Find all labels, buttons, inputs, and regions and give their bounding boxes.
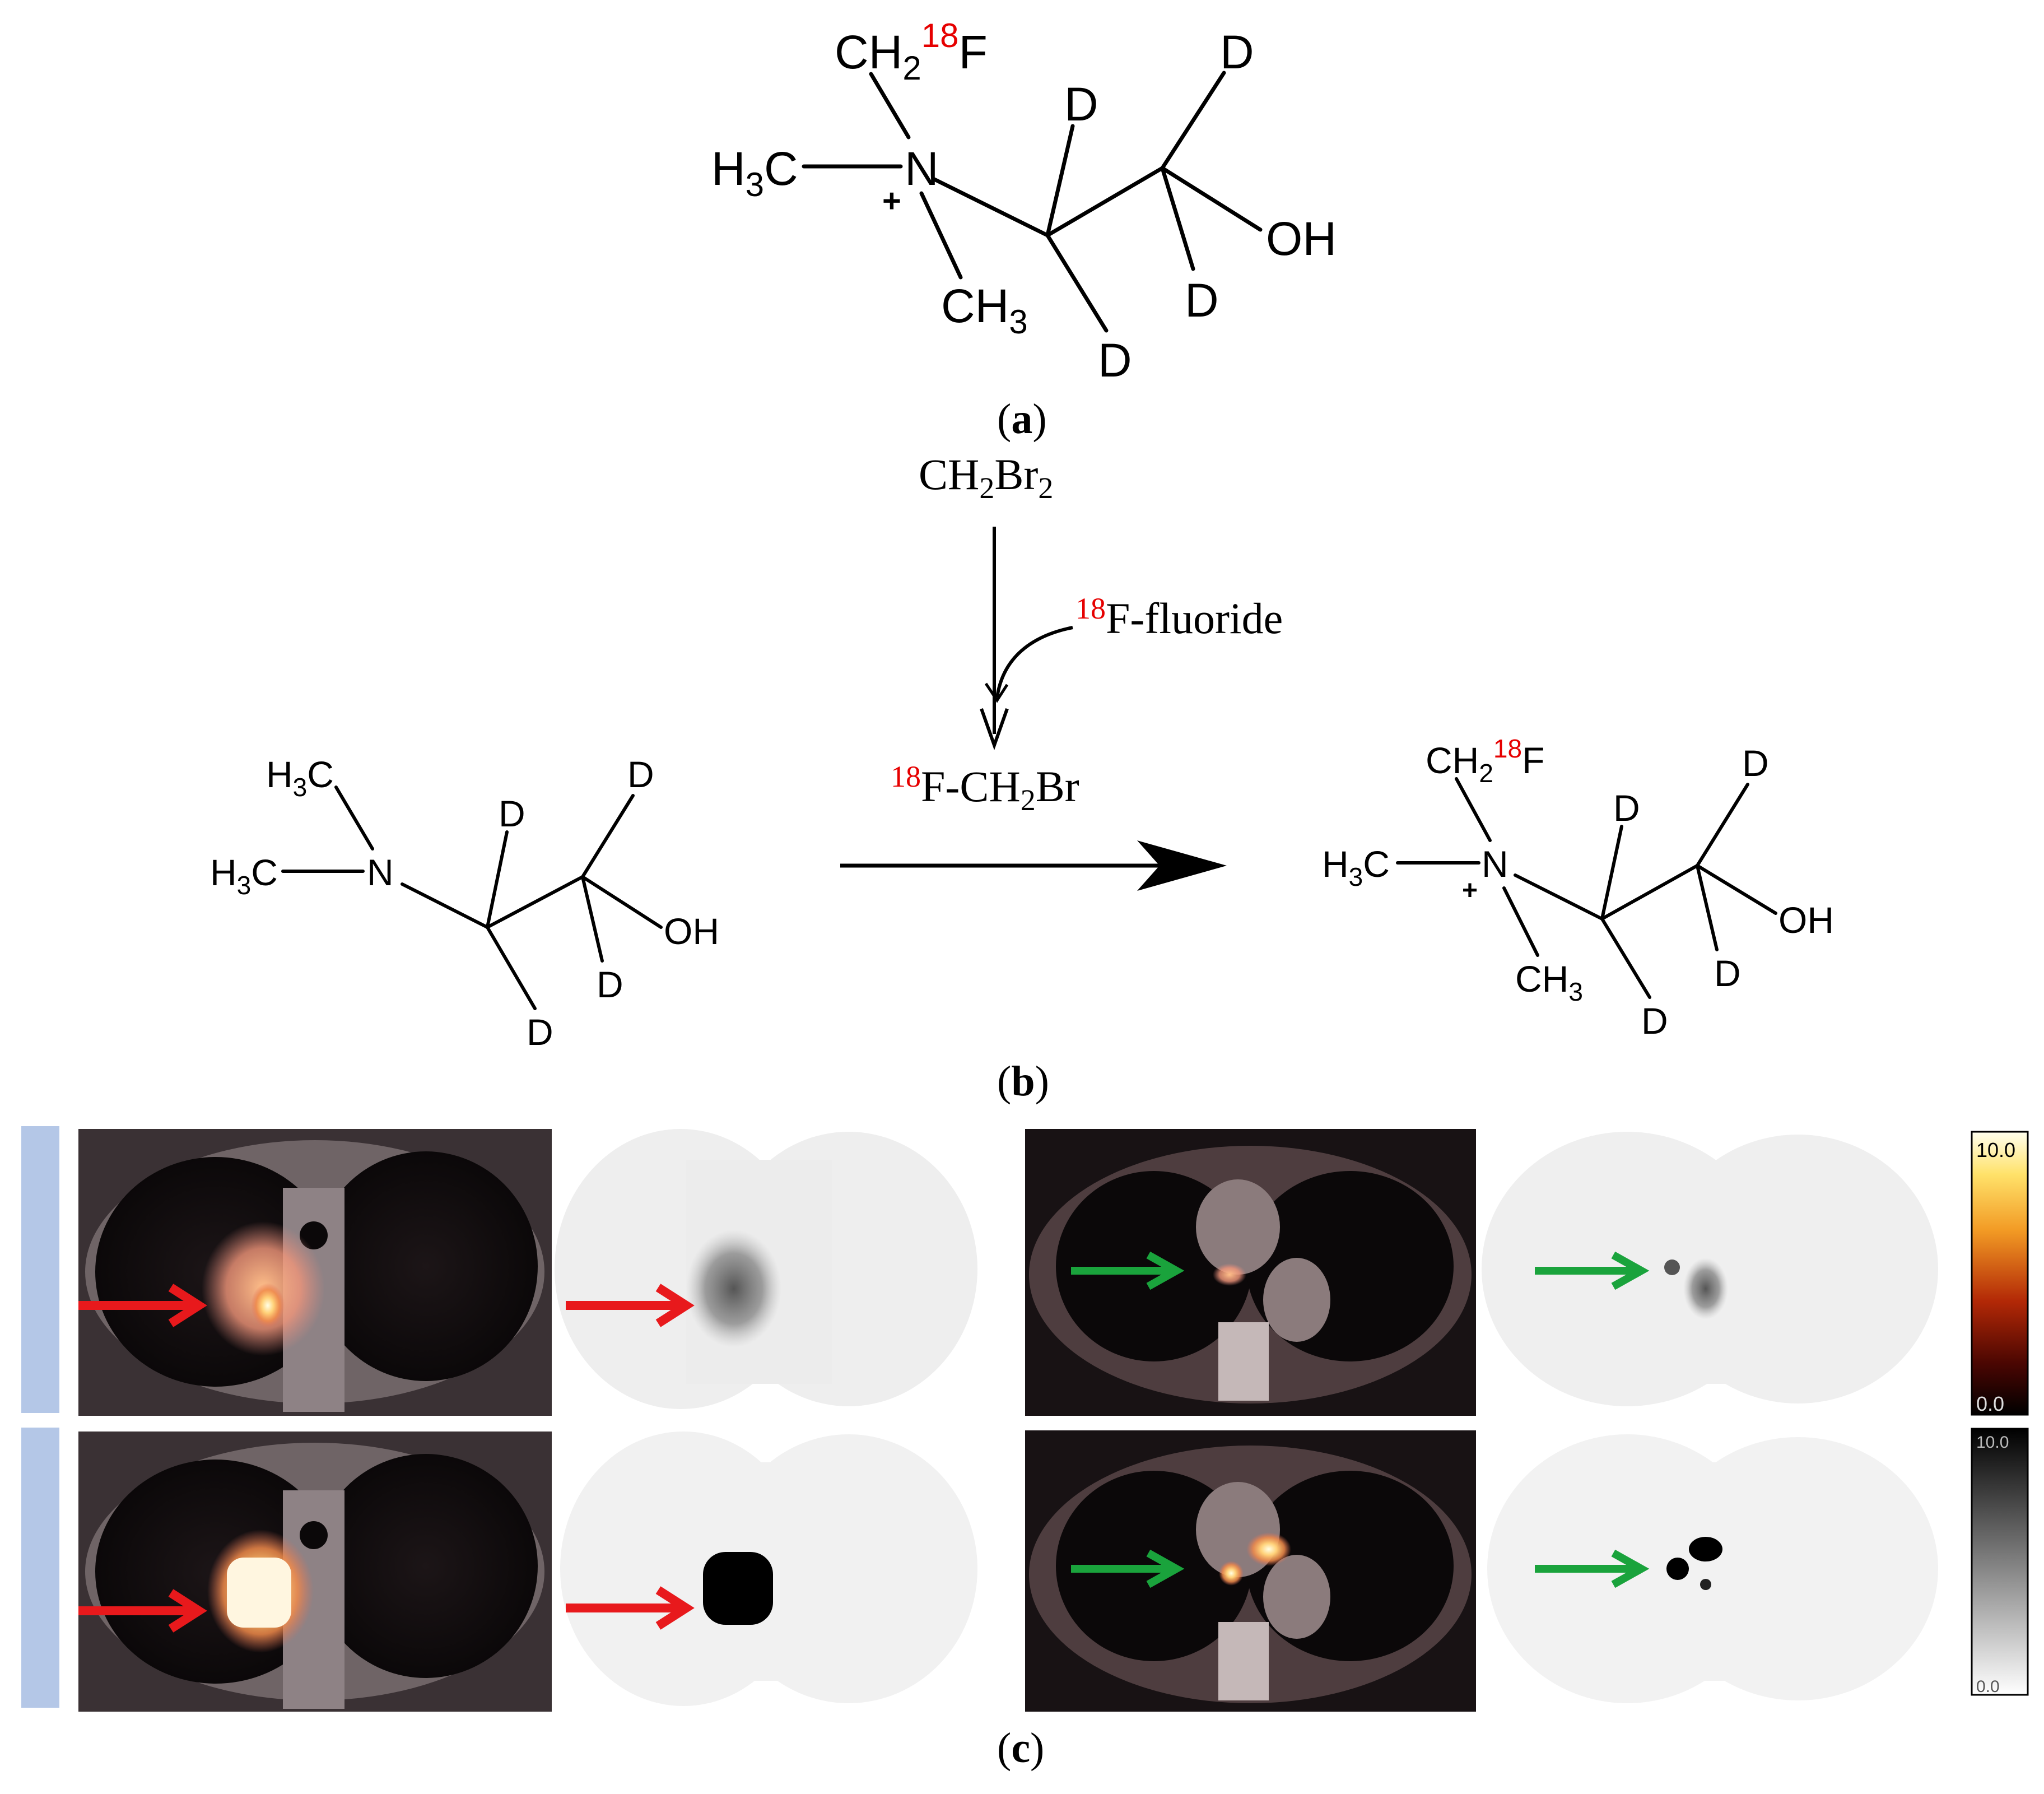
ch2br-intermediate: 18F-CH2Br <box>891 760 1079 817</box>
panel-c-caption: (c) <box>997 1725 1044 1772</box>
h3c-label: H3C <box>1322 843 1390 891</box>
panel-b-scheme: CH2Br2 18F-fluoride 18F-CH2Br H3C H3C N … <box>210 450 1834 1105</box>
d-atom: D <box>627 754 654 795</box>
fluoride-label: 18F-fluoride <box>1075 592 1283 643</box>
red-arrowhead <box>655 1284 695 1327</box>
oh-label: OH <box>1266 212 1337 265</box>
pet-ct-fused-image <box>78 1129 552 1416</box>
n-atom: N <box>905 142 939 195</box>
pet-grayscale-image <box>1487 1434 1938 1703</box>
ch2br2-reagent: CH2Br2 <box>919 450 1053 505</box>
ch2f-label: CH218F <box>1426 734 1544 788</box>
h3c-label: H3C <box>210 852 278 900</box>
d-atom: D <box>527 1011 553 1053</box>
oh-label: OH <box>1778 899 1834 941</box>
colorbar-max-label: 10.0 <box>1976 1138 2015 1161</box>
colorbar-min-label: 0.0 <box>1976 1392 2004 1415</box>
colorbar-min-label: 0.0 <box>1976 1677 2000 1696</box>
bonds-a <box>802 71 1263 333</box>
d-atom: D <box>1098 334 1132 387</box>
red-arrowhead <box>655 1586 695 1630</box>
curved-arrow <box>995 626 1073 698</box>
d-atom: D <box>1742 742 1769 784</box>
pet-ct-fused-image <box>78 1432 552 1712</box>
ch3-label: CH3 <box>941 280 1028 341</box>
pet-grayscale-image <box>560 1432 977 1706</box>
h3c-label: H3C <box>266 754 334 802</box>
panel-a-structure: CH218F H3C N + CH3 D D D D OH (a) <box>711 17 1337 443</box>
colorbar-max-label: 10.0 <box>1976 1433 2009 1452</box>
n-atom: N <box>1482 843 1508 885</box>
ch2f-label: CH218F <box>835 17 988 87</box>
red-arrowhead <box>168 1284 207 1327</box>
colorbar-hot: 10.0 0.0 <box>1971 1131 2029 1416</box>
panel-a-caption: (a) <box>997 396 1047 443</box>
red-arrowhead <box>168 1589 207 1633</box>
d-atom: D <box>1220 26 1254 78</box>
d-atom: D <box>597 964 623 1005</box>
bonds-product <box>1396 777 1777 999</box>
panel-c-images: 10.0 0.0 <box>21 1126 2029 1772</box>
n-atom: N <box>367 852 394 893</box>
green-arrowhead <box>1611 1251 1650 1290</box>
bonds-reactant <box>281 786 663 1010</box>
d-atom: D <box>1185 274 1219 327</box>
n-charge: + <box>1462 876 1478 905</box>
green-arrowhead <box>1146 1549 1185 1588</box>
panel-b-caption: (b) <box>997 1058 1049 1105</box>
curved-arrowhead <box>984 682 1009 703</box>
pet-grayscale-image <box>555 1129 977 1409</box>
green-arrowhead <box>1611 1549 1650 1588</box>
d-atom: D <box>499 793 525 834</box>
row-marker-top <box>21 1126 59 1413</box>
n-charge: + <box>882 183 901 219</box>
h3c-label: H3C <box>711 142 798 203</box>
green-arrowhead <box>1146 1251 1185 1290</box>
row-marker-bottom <box>21 1428 59 1708</box>
colorbar-gray: 10.0 0.0 <box>1971 1428 2029 1696</box>
d-atom: D <box>1064 78 1098 131</box>
oh-label: OH <box>664 910 719 952</box>
vertical-arrowhead <box>980 708 1009 750</box>
d-atom: D <box>1641 1000 1668 1042</box>
reaction-arrowhead <box>1137 840 1227 891</box>
d-atom: D <box>1714 952 1741 994</box>
ch3-label: CH3 <box>1515 958 1583 1006</box>
d-atom: D <box>1613 787 1640 829</box>
